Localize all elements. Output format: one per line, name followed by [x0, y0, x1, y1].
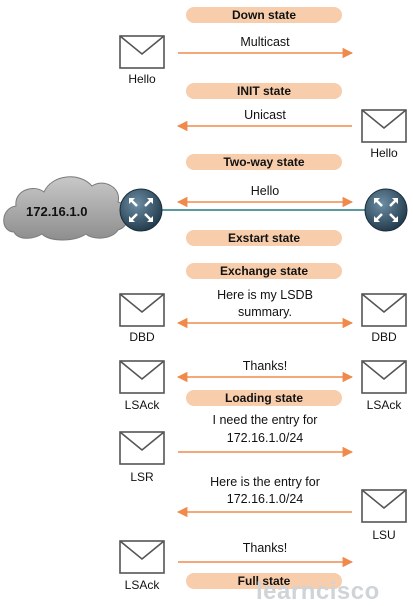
state-full: Full state — [186, 573, 342, 589]
label-dbd-left: DBD — [129, 330, 155, 344]
router-left-icon[interactable] — [119, 188, 163, 232]
state-exchange: Exchange state — [186, 263, 342, 279]
message-need-line1: I need the entry for — [212, 413, 318, 427]
label-lsu: LSU — [372, 528, 396, 542]
network-cloud — [3, 176, 129, 241]
label-hello-left: Hello — [128, 72, 156, 86]
envelope-lsack-right-icon — [361, 360, 407, 394]
message-lsdb-line1: Here is my LSDB — [217, 288, 313, 302]
label-lsack-left: LSAck — [124, 398, 160, 412]
message-thanks: Thanks! — [242, 359, 288, 373]
message-here-line2: 172.16.1.0/24 — [226, 492, 304, 506]
envelope-dbd-left-icon — [119, 293, 165, 327]
envelope-lsu-icon — [361, 489, 407, 523]
envelope-lsack-left-icon — [119, 360, 165, 394]
router-right-icon[interactable] — [364, 188, 408, 232]
label-lsack-right: LSAck — [366, 398, 402, 412]
label-dbd-right: DBD — [371, 330, 397, 344]
label-lsack-final: LSAck — [124, 578, 160, 592]
message-multicast: Multicast — [240, 35, 290, 49]
state-init: INIT state — [186, 83, 342, 99]
network-address: 172.16.1.0 — [26, 204, 88, 219]
envelope-hello-right-icon — [361, 109, 407, 143]
message-lsdb-line2: summary. — [238, 305, 292, 319]
state-exstart: Exstart state — [186, 230, 342, 246]
watermark-logo: learncisco — [256, 578, 380, 605]
label-hello-right: Hello — [370, 146, 398, 160]
message-here-line1: Here is the entry for — [210, 475, 320, 489]
state-loading: Loading state — [186, 390, 342, 406]
state-down: Down state — [186, 7, 342, 23]
label-lsr: LSR — [130, 470, 154, 484]
message-hello: Hello — [250, 184, 280, 198]
message-unicast: Unicast — [244, 108, 286, 122]
message-need-line2: 172.16.1.0/24 — [226, 431, 304, 445]
envelope-hello-left-icon — [119, 35, 165, 69]
state-two-way: Two-way state — [186, 154, 342, 170]
envelope-lsr-icon — [119, 431, 165, 465]
message-thanks-final: Thanks! — [242, 541, 288, 555]
envelope-dbd-right-icon — [361, 293, 407, 327]
envelope-lsack-final-icon — [119, 540, 165, 574]
